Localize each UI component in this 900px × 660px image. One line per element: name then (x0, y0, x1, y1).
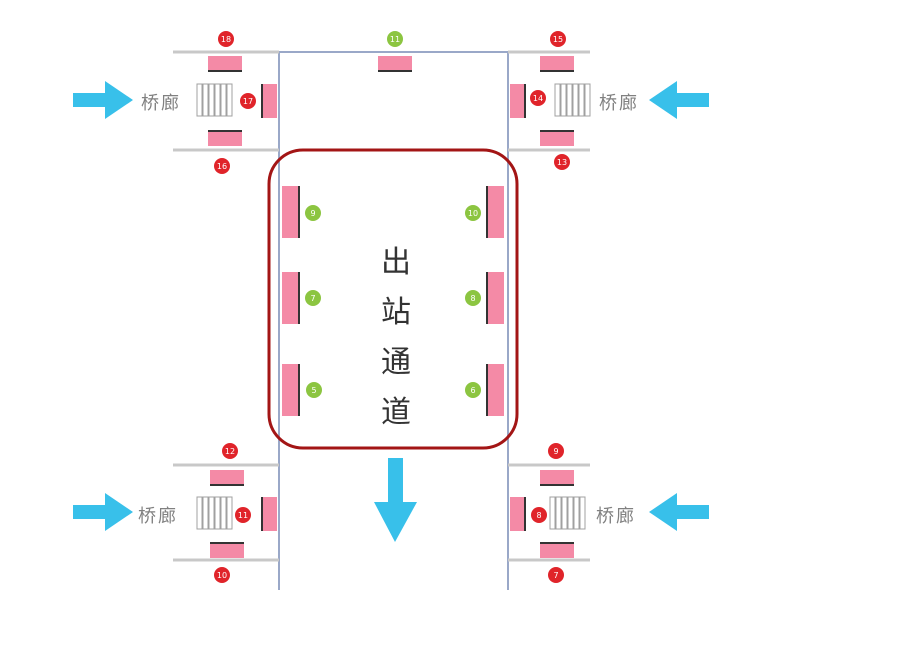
svg-text:13: 13 (557, 158, 567, 167)
svg-text:6: 6 (470, 386, 475, 395)
badge-top-right-bottom: 13 (554, 154, 570, 170)
svg-text:11: 11 (238, 511, 248, 520)
svg-text:7: 7 (553, 571, 558, 580)
svg-text:7: 7 (310, 294, 315, 303)
gate (210, 470, 244, 485)
gate (510, 497, 525, 531)
exit-title-char-3: 通 (381, 345, 411, 380)
gate (282, 272, 299, 324)
gate (282, 186, 299, 238)
badge-top-left-top: 18 (218, 31, 234, 47)
badge-bottom-right-bottom: 7 (548, 567, 564, 583)
svg-text:14: 14 (533, 94, 543, 103)
badge-exit-left-3: 5 (306, 382, 322, 398)
gate (487, 364, 504, 416)
gate (262, 497, 277, 531)
bridge-label-top-left: 桥廊 (141, 93, 181, 114)
badge-top-right-top: 15 (550, 31, 566, 47)
gate (487, 186, 504, 238)
arrow-right-icon (73, 493, 133, 531)
svg-text:5: 5 (311, 386, 316, 395)
gate (487, 272, 504, 324)
badge-exit-right-3: 6 (465, 382, 481, 398)
svg-text:18: 18 (221, 35, 231, 44)
arrow-right-icon (73, 81, 133, 119)
svg-text:17: 17 (243, 97, 253, 106)
arrow-left-icon (649, 493, 709, 531)
badge-exit-right-1: 10 (465, 205, 481, 221)
gate (510, 84, 525, 118)
svg-text:16: 16 (217, 162, 227, 171)
badge-exit-left-1: 9 (305, 205, 321, 221)
gate (540, 56, 574, 71)
exit-title-char-2: 站 (381, 295, 411, 330)
gate (208, 56, 242, 71)
svg-text:15: 15 (553, 35, 563, 44)
badge-bottom-left-top: 12 (222, 443, 238, 459)
exit-title-char-1: 出 (381, 245, 411, 280)
badge-bottom-right-side: 8 (531, 507, 547, 523)
svg-text:8: 8 (536, 511, 541, 520)
turnstile-icon (549, 496, 586, 530)
gate (208, 131, 242, 146)
badge-exit-left-2: 7 (305, 290, 321, 306)
svg-text:10: 10 (468, 209, 478, 218)
svg-text:10: 10 (217, 571, 227, 580)
svg-text:9: 9 (553, 447, 558, 456)
gate (540, 470, 574, 485)
gate (378, 56, 412, 71)
gate (262, 84, 277, 118)
gate (540, 543, 574, 558)
arrow-down-icon (374, 458, 417, 542)
turnstile-icon (196, 496, 233, 530)
exit-title-char-4: 道 (381, 395, 411, 430)
svg-text:12: 12 (225, 447, 235, 456)
svg-text:11: 11 (390, 35, 400, 44)
bridge-label-bottom-right: 桥廊 (596, 506, 636, 527)
turnstile-icon (196, 83, 233, 117)
gate (210, 543, 244, 558)
badge-bottom-right-top: 9 (548, 443, 564, 459)
bridge-label-bottom-left: 桥廊 (138, 506, 178, 527)
svg-text:8: 8 (470, 294, 475, 303)
badge-top-right-side: 14 (530, 90, 546, 106)
badge-top-left-side: 17 (240, 93, 256, 109)
exit-passage-frame (267, 148, 519, 450)
badge-bottom-left-bottom: 10 (214, 567, 230, 583)
arrow-left-icon (649, 81, 709, 119)
badge-bottom-left-side: 11 (235, 507, 251, 523)
bridge-label-top-right: 桥廊 (599, 93, 639, 114)
badge-top-center: 11 (387, 31, 403, 47)
turnstile-icon (554, 83, 591, 117)
gate (282, 364, 299, 416)
gate (540, 131, 574, 146)
svg-text:9: 9 (310, 209, 315, 218)
badge-top-left-bottom: 16 (214, 158, 230, 174)
badge-exit-right-2: 8 (465, 290, 481, 306)
